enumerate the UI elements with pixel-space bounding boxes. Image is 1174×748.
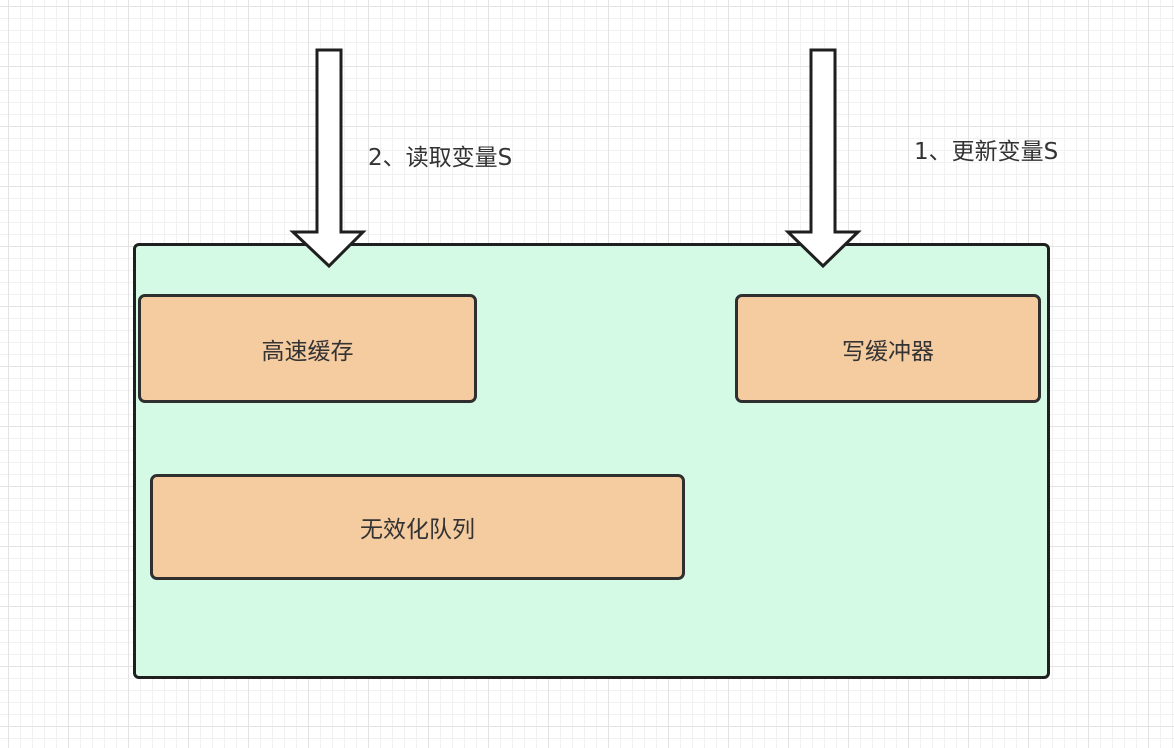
- write-buffer-node: 写缓冲器: [735, 294, 1041, 403]
- cache-label: 高速缓存: [261, 338, 354, 365]
- cache-node: 高速缓存: [138, 294, 477, 403]
- invalidate-queue-node: 无效化队列: [150, 474, 685, 580]
- update-arrow-label: 1、更新变量S: [914, 139, 1059, 165]
- write-buffer-label: 写缓冲器: [842, 338, 934, 365]
- update-arrow: [784, 48, 862, 269]
- read-arrow-label: 2、读取变量S: [368, 145, 513, 171]
- read-arrow: [289, 48, 367, 269]
- invalidate-queue-label: 无效化队列: [360, 517, 475, 543]
